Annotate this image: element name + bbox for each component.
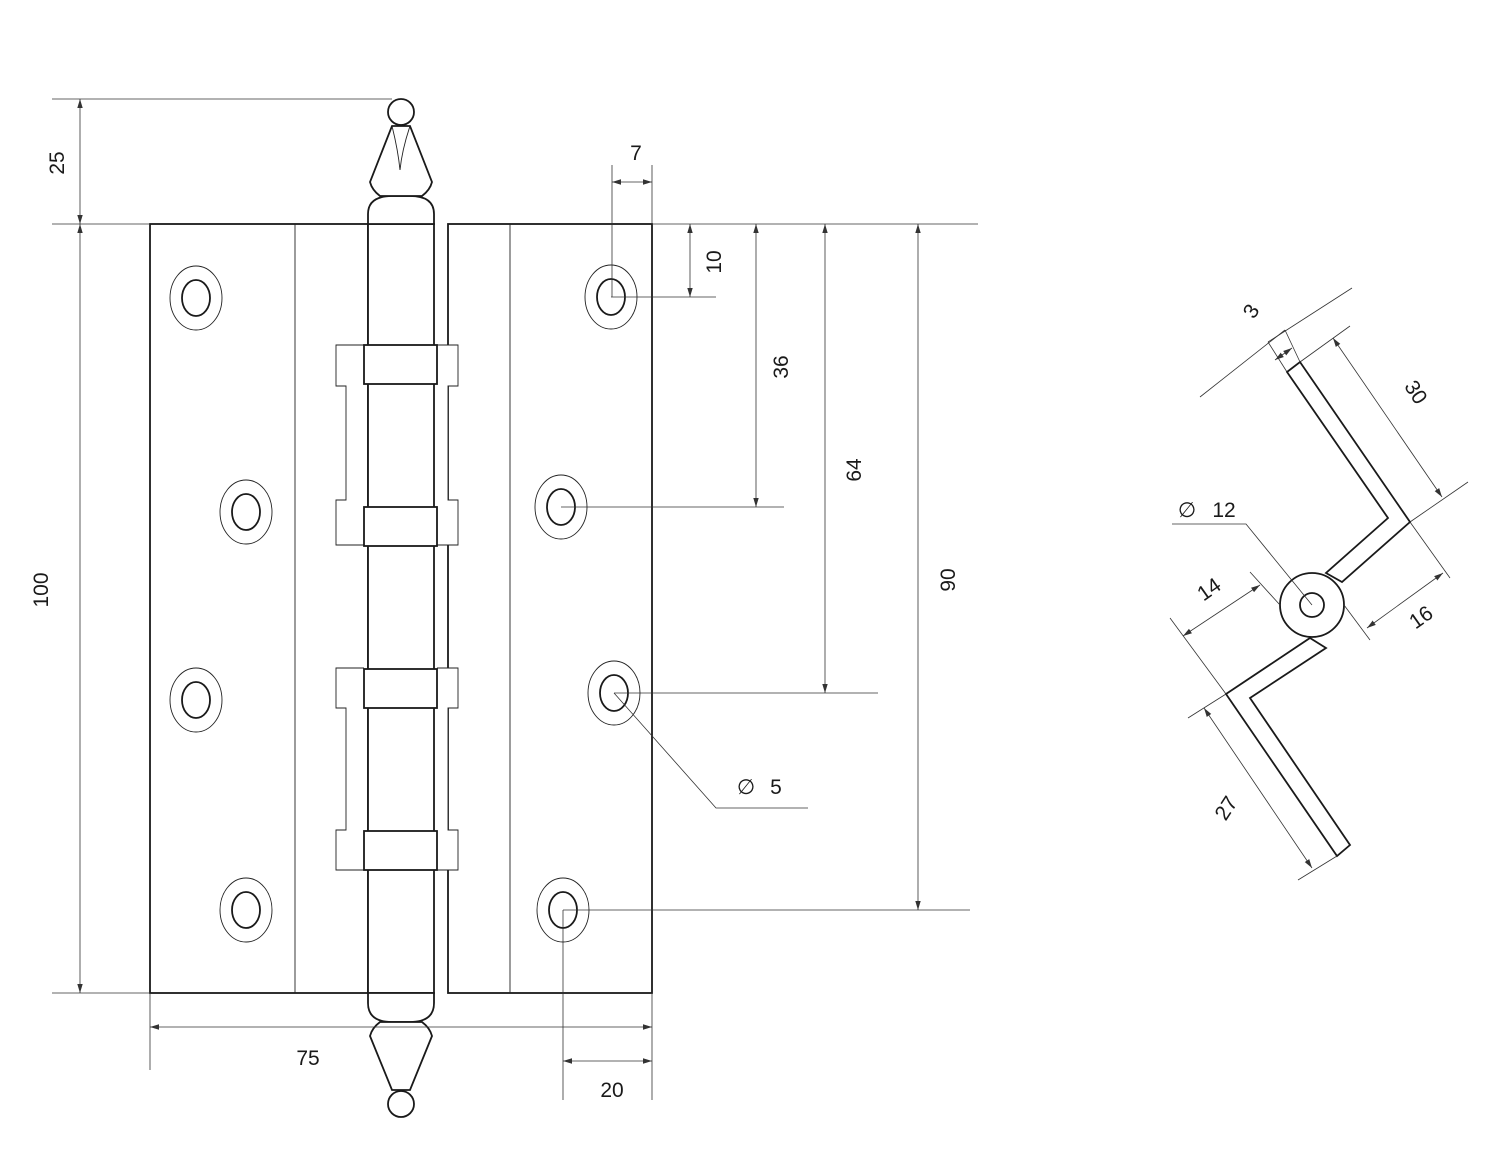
top-finial	[369, 98, 433, 197]
label-side-lower-length: 27	[1211, 792, 1243, 824]
label-side-knuckle-symbol: ∅	[1178, 499, 1196, 522]
bottom-finial	[369, 1021, 433, 1118]
knuckle-bracket-left-lower	[335, 667, 364, 871]
right-leaf	[447, 223, 653, 994]
dim-line-side-thickness	[1274, 347, 1293, 361]
label-side-right-offset: 16	[1405, 602, 1437, 634]
dim-line-side-lower-length	[1203, 707, 1313, 869]
knuckle-bracket-right-lower	[437, 667, 459, 871]
label-hole-second: 36	[770, 355, 793, 378]
label-edge-offset: 20	[600, 1079, 623, 1102]
label-hole-bottom: 90	[937, 568, 960, 591]
barrel-bottom-cap	[367, 992, 435, 1023]
label-hole-top: 10	[703, 250, 726, 273]
screw-hole-left-4	[219, 877, 273, 943]
label-side-upper-length: 30	[1399, 376, 1431, 408]
screw-hole-left-2	[219, 479, 273, 545]
label-hole-diameter-symbol: ∅	[737, 776, 755, 799]
label-side-knuckle-diameter: 12	[1212, 499, 1235, 522]
screw-hole-left-1	[169, 265, 223, 331]
screw-hole-left-3	[169, 667, 223, 733]
front-view-dimensions: 25 100 75 20 7 10 36 64 90 ∅ 5	[30, 98, 978, 1102]
knuckle-ring-1	[363, 344, 438, 385]
label-total-height: 100	[30, 572, 53, 607]
label-side-left-offset: 14	[1193, 573, 1226, 605]
dim-line-side-right-offset	[1366, 572, 1444, 629]
dim-line-side-upper-length	[1332, 337, 1443, 498]
barrel-top-cap	[367, 195, 435, 225]
label-top-finial: 25	[46, 151, 69, 174]
label-side-thickness: 3	[1239, 300, 1265, 322]
hinge-barrel	[367, 223, 435, 994]
knuckle-ring-2	[363, 506, 438, 547]
label-width: 75	[296, 1047, 319, 1070]
side-lower-leaf	[1224, 636, 1352, 858]
dim-line-side-left-offset	[1182, 584, 1261, 637]
label-hole-diameter: 5	[770, 776, 782, 799]
label-hole-edge: 7	[630, 142, 642, 165]
hinge-front-view	[149, 98, 653, 1118]
left-leaf	[149, 223, 369, 994]
side-upper-leaf	[1285, 360, 1412, 584]
knuckle-bracket-right-upper	[437, 344, 459, 546]
knuckle-ring-3	[363, 668, 438, 709]
label-hole-third: 64	[843, 458, 866, 482]
knuckle-ring-4	[363, 830, 438, 871]
knuckle-bracket-left-upper	[335, 344, 364, 546]
